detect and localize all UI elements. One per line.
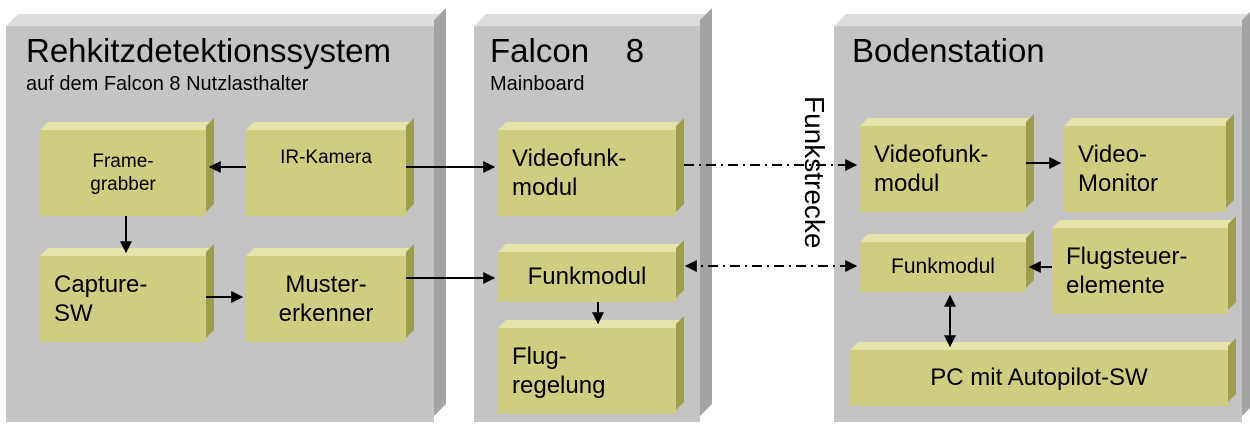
box-flugregelung-line1: Flug-	[512, 342, 567, 370]
funkstrecke-label: Funkstrecke	[799, 96, 830, 249]
box-videofunkmodul-falcon-line1: Videofunk-	[512, 144, 627, 172]
box-flugsteuerelemente-line1: Flugsteuer-	[1066, 242, 1188, 270]
box-video-monitor: Video- Monitor	[1064, 126, 1226, 212]
panel-rehkitzdetektionssystem	[6, 26, 434, 422]
box-videofunkmodul-boden: Videofunk- modul	[860, 126, 1026, 212]
box-video-monitor-line1: Video-	[1078, 140, 1147, 168]
box-flugregelung-line2: regelung	[512, 372, 606, 399]
box-flugsteuerelemente-line2: elemente	[1066, 272, 1165, 299]
box-funkmodul-boden: Funkmodul	[860, 242, 1026, 292]
panel-title-falcon: Falcon 8	[490, 32, 645, 69]
box-mustererkenner: Muster- erkenner	[246, 256, 406, 342]
box-flugregelung: Flug- regelung	[498, 328, 676, 414]
box-ir-kamera-label: IR-Kamera	[280, 147, 372, 168]
panel-subtitle-falcon: Mainboard	[490, 73, 585, 95]
box-flugsteuerelemente: Flugsteuer- elemente	[1052, 228, 1228, 314]
box-video-monitor-line2: Monitor	[1078, 170, 1159, 197]
box-mustererkenner-line1: Muster-	[285, 270, 367, 298]
box-videofunkmodul-falcon-line2: modul	[512, 174, 578, 201]
box-framegrabber: Frame- grabber	[40, 130, 206, 216]
box-capture-sw-line1: Capture-	[54, 270, 148, 298]
box-framegrabber-line2: grabber	[90, 174, 156, 195]
box-videofunkmodul-boden-line1: Videofunk-	[874, 140, 989, 168]
box-funkmodul-boden-label: Funkmodul	[891, 255, 995, 279]
box-ir-kamera: IR-Kamera	[246, 130, 406, 216]
box-mustererkenner-line2: erkenner	[278, 300, 374, 327]
panel-title-bodenstation: Bodenstation	[852, 32, 1045, 69]
box-framegrabber-line1: Frame-	[92, 150, 154, 172]
box-funkmodul-falcon-label: Funkmodul	[527, 263, 647, 291]
panel-subtitle-rehkitz: auf dem Falcon 8 Nutzlasthalter	[26, 73, 309, 95]
box-videofunkmodul-boden-line2: modul	[874, 170, 940, 197]
box-capture-sw-line2: SW	[54, 300, 93, 327]
box-videofunkmodul-falcon: Videofunk- modul	[498, 130, 676, 216]
panel-title-rehkitz: Rehkitzdetektionssystem	[26, 32, 391, 69]
box-funkmodul-falcon: Funkmodul	[498, 252, 676, 302]
box-pc-autopilot-label: PC mit Autopilot-SW	[930, 364, 1148, 392]
box-capture-sw: Capture- SW	[40, 256, 206, 342]
box-pc-autopilot: PC mit Autopilot-SW	[850, 350, 1228, 406]
